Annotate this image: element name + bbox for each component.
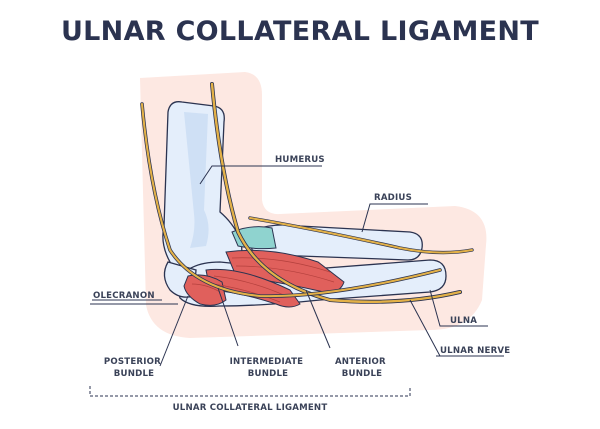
ulnar-nerve-label: ULNAR NERVE: [440, 346, 510, 356]
ligament-bracket: [89, 386, 411, 397]
anterior-leader: [305, 289, 331, 349]
humerus-shading: [184, 112, 209, 248]
diagram-title: ULNAR COLLATERAL LIGAMENT: [60, 16, 540, 47]
anterior-bundle-line-2: BUNDLE: [342, 369, 382, 379]
intermediate-bundle-line-1: INTERMEDIATE: [230, 357, 304, 367]
anterior-bundle-label: ANTERIOR BUNDLE: [335, 357, 389, 379]
radius-label: RADIUS: [374, 193, 412, 203]
olecranon-label: OLECRANON: [93, 291, 155, 301]
radial-nerve: [248, 216, 474, 255]
posterior-bundle-label: POSTERIOR BUNDLE: [104, 357, 164, 379]
ligament-fibers: [191, 257, 335, 303]
humerus-label: HUMERUS: [275, 155, 325, 165]
ligament-bracket-label: ULNAR COLLATERAL LIGAMENT: [173, 403, 328, 413]
intermediate-leader: [217, 287, 239, 347]
intermediate-bundle-label: INTERMEDIATE BUNDLE: [230, 357, 307, 379]
ulnar-nerve: [210, 82, 462, 304]
posterior-bundle-line-2: BUNDLE: [114, 369, 154, 379]
intermediate-bundle-line-2: BUNDLE: [248, 369, 288, 379]
ulna-label: ULNA: [450, 316, 477, 326]
posterior-bundle-line-1: POSTERIOR: [104, 357, 161, 367]
median-nerve: [140, 102, 442, 298]
posterior-bundle-ligament: [183, 274, 227, 306]
anterior-bundle-line-1: ANTERIOR: [335, 357, 386, 367]
posterior-leader: [159, 295, 189, 367]
humerus-leader: [199, 165, 272, 185]
